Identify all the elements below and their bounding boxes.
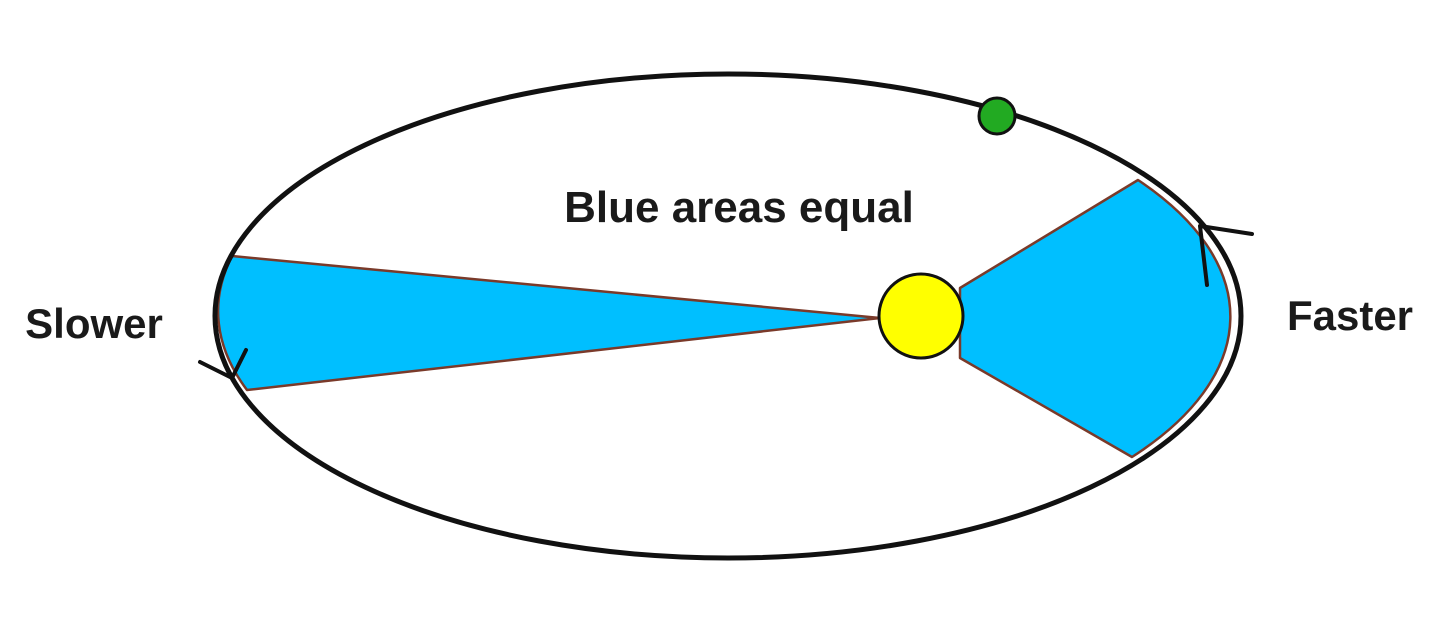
sun <box>877 272 965 360</box>
orbit-ellipse <box>212 71 1244 561</box>
planet <box>977 96 1017 136</box>
slow-sector <box>216 254 882 392</box>
direction-arrow-right <box>1198 224 1254 287</box>
faster-label: Faster <box>1287 292 1413 339</box>
direction-arrow-left <box>198 348 248 380</box>
slower-label: Slower <box>25 300 163 347</box>
center-label: Blue areas equal <box>564 183 914 232</box>
fast-sector <box>958 178 1232 459</box>
